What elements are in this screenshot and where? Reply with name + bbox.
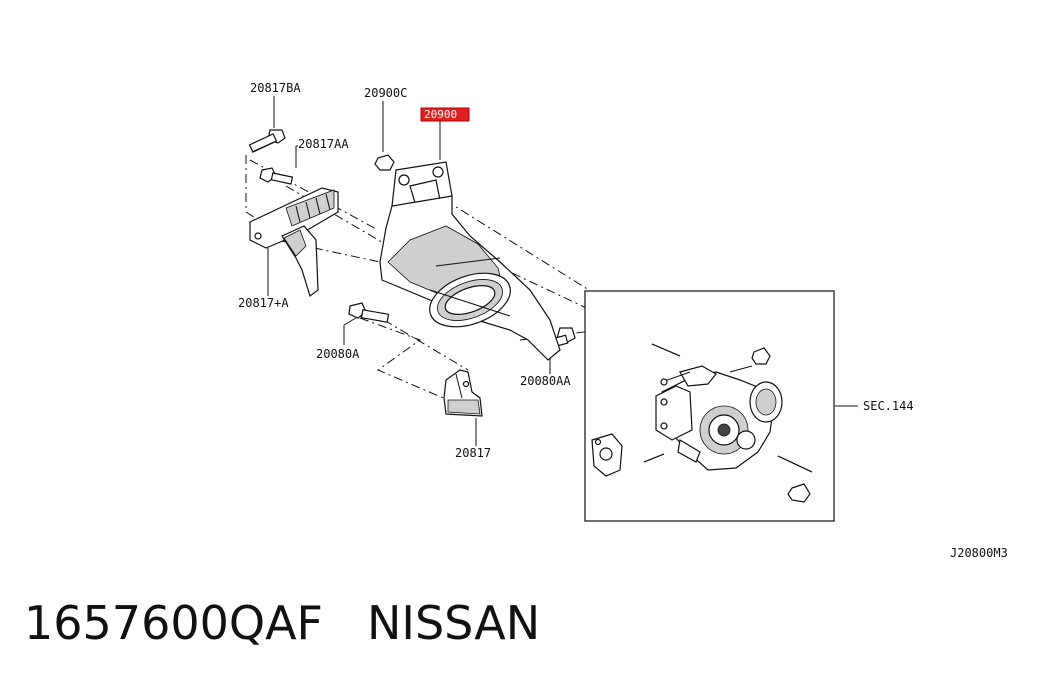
- callout-20080A[interactable]: 20080A: [316, 347, 360, 361]
- bolt-20817AA[interactable]: [259, 167, 294, 185]
- stud-lower[interactable]: [643, 453, 665, 463]
- footer: 1657600QAF NISSAN: [24, 596, 540, 650]
- gasket-lower[interactable]: [591, 433, 623, 477]
- callout-20900-highlight[interactable]: 20900: [420, 107, 470, 122]
- callout-sec144[interactable]: SEC.144: [863, 399, 914, 413]
- brand-name: NISSAN: [367, 596, 541, 650]
- bracket-20817[interactable]: [443, 369, 483, 417]
- catalytic-converter-20900[interactable]: [379, 161, 561, 361]
- callout-20080AA[interactable]: 20080AA: [520, 374, 571, 388]
- nut-lower[interactable]: [787, 483, 811, 503]
- callout-20817AA[interactable]: 20817AA: [298, 137, 349, 151]
- diagram-code: J20800M3: [950, 546, 1008, 560]
- bolt-20080A[interactable]: [348, 302, 390, 323]
- nut-upper[interactable]: [751, 347, 771, 365]
- stud-upper[interactable]: [651, 343, 681, 357]
- bolt-20817BA[interactable]: [248, 129, 286, 153]
- turbocharger-assembly[interactable]: [591, 343, 813, 503]
- callout-20817BA[interactable]: 20817BA: [250, 81, 301, 95]
- callout-20817A[interactable]: 20817+A: [238, 296, 289, 310]
- leader-lines: [267, 96, 858, 446]
- nut-20900C[interactable]: [374, 154, 395, 171]
- bracket-20817A[interactable]: [249, 187, 339, 297]
- callout-20900C[interactable]: 20900C: [364, 86, 407, 100]
- callout-20817[interactable]: 20817: [455, 446, 491, 460]
- callout-20900[interactable]: 20900: [424, 108, 457, 121]
- part-number: 1657600QAF: [24, 596, 323, 650]
- stud-right[interactable]: [777, 455, 813, 473]
